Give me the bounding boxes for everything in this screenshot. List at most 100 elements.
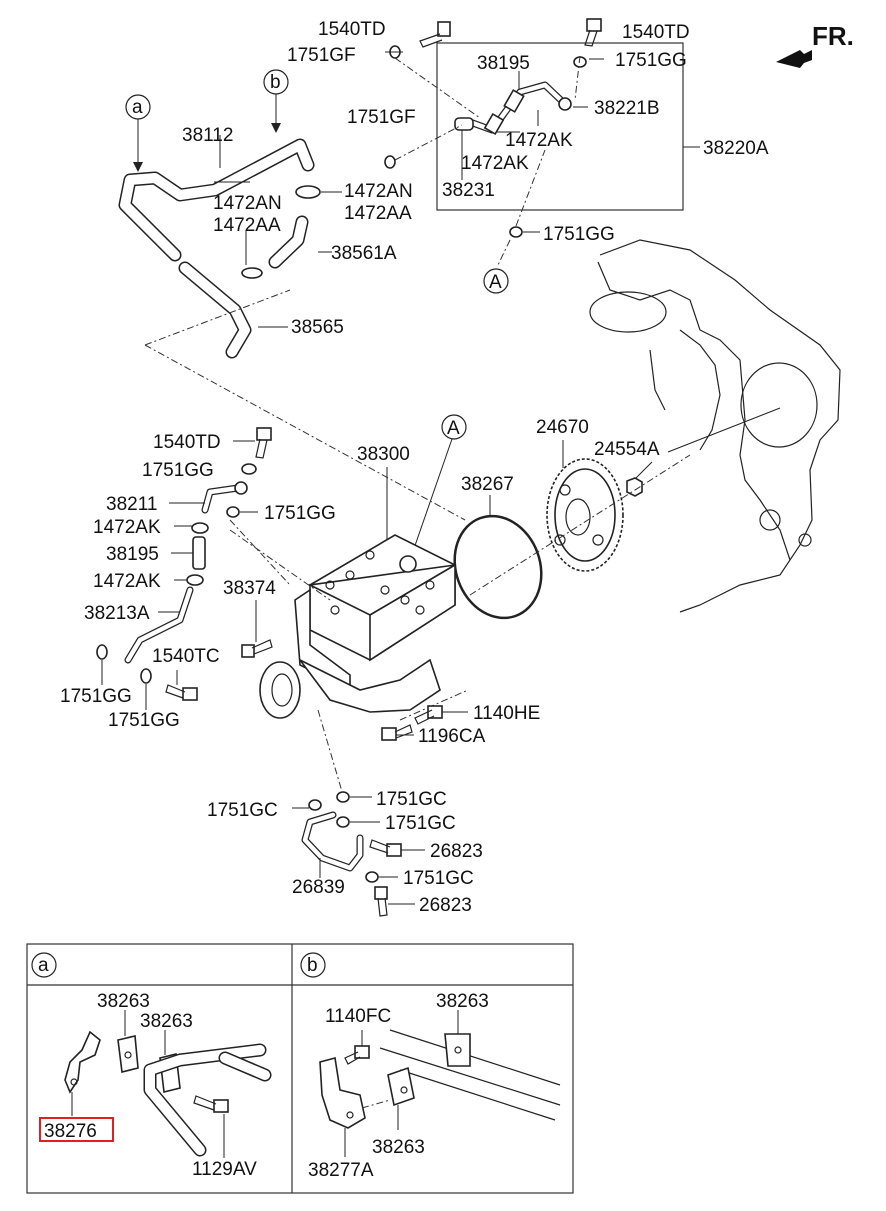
label-1129av: 1129AV <box>192 1159 257 1180</box>
bolt-26823-upper <box>369 839 402 857</box>
label-1472ak-b: 1472AK <box>461 153 529 174</box>
label-38276: 38276 <box>44 1121 97 1142</box>
bolt-1129av <box>193 1095 229 1113</box>
coolant-hoses <box>118 135 466 521</box>
hose-38195-lower <box>192 536 206 570</box>
label-1751gg-e: 1751GG <box>60 686 132 707</box>
label-1540td-a: 1540TD <box>318 19 386 40</box>
gear-alignment-line <box>469 454 691 596</box>
pipe-banjo-fitting <box>558 97 572 111</box>
bolt-38374 <box>241 639 273 658</box>
bolt-alignment-line <box>399 689 469 721</box>
label-38195-a: 38195 <box>477 53 530 74</box>
label-38211: 38211 <box>106 494 157 515</box>
callout-b: b <box>263 69 289 133</box>
label-24670: 24670 <box>536 417 589 438</box>
bolt-1540td-top-left <box>419 21 451 48</box>
clip-38263-a <box>117 1035 139 1073</box>
label-1472aa-a: 1472AA <box>213 215 281 236</box>
label-1751gc-c: 1751GC <box>385 813 456 834</box>
clip-38263-d <box>387 1066 415 1107</box>
label-38277a: 38277A <box>308 1160 374 1181</box>
part-labels: 1540TD 1751GF 1540TD 1751GG 38195 38221B… <box>60 19 769 916</box>
gear-24670 <box>546 440 624 572</box>
label-1472an-a: 1472AN <box>213 193 282 214</box>
label-1751gg-a: 1751GG <box>615 50 687 71</box>
svg-text:b: b <box>307 955 318 976</box>
svg-text:A: A <box>489 272 502 293</box>
bolt-1540td-left <box>255 427 272 459</box>
washer-1751gg-left-mid <box>226 506 240 518</box>
label-1472an-b: 1472AN <box>344 181 413 202</box>
inset-panels: a 38263 38263 38276 <box>26 943 574 1194</box>
svg-text:b: b <box>270 72 281 93</box>
callout-a: a <box>125 94 151 172</box>
fr-label: FR. <box>812 21 854 51</box>
washer-1751gc-a <box>336 791 350 803</box>
label-38112: 38112 <box>182 125 233 146</box>
label-1196ca: 1196CA <box>418 726 486 747</box>
inset-a: a 38263 38263 38276 <box>31 952 272 1180</box>
nut-24554a <box>626 461 653 497</box>
label-1540td-c: 1540TD <box>153 432 221 453</box>
label-26823-a: 26823 <box>430 841 483 862</box>
label-38195-b: 38195 <box>106 544 159 565</box>
label-1751gg-c: 1751GG <box>142 460 214 481</box>
callout-A-upper: A <box>483 268 509 294</box>
bolt-1140fc <box>344 1045 370 1065</box>
assembly-frame <box>436 42 684 211</box>
label-38220a: 38220A <box>703 138 769 159</box>
engine-block <box>589 239 841 613</box>
bolt-1140he <box>414 705 468 725</box>
arrow-forward-icon <box>776 50 812 68</box>
fr-marker: FR. <box>776 21 854 68</box>
label-1472aa-b: 1472AA <box>344 203 412 224</box>
left-pipe-stack <box>96 427 291 710</box>
clamp-1472ak-lower <box>186 574 204 586</box>
label-38263-d: 38263 <box>372 1137 425 1158</box>
washer-1751gg-left-low2 <box>140 668 152 684</box>
label-1472ak-a: 1472AK <box>505 130 573 151</box>
label-1751gg-f: 1751GG <box>108 710 180 731</box>
pipe-38211-banjo <box>234 481 248 495</box>
bracket-38277a <box>319 1056 366 1129</box>
label-26823-b: 26823 <box>419 895 472 916</box>
bolt-1196ca <box>381 724 414 741</box>
label-1472ak-d: 1472AK <box>93 571 161 592</box>
drain-alignment-line <box>317 709 344 796</box>
label-38300: 38300 <box>357 444 410 465</box>
washer-1751gc-b <box>308 799 322 811</box>
label-1751gf-b: 1751GF <box>347 107 416 128</box>
clamp-1472ak-upper <box>191 522 209 534</box>
washer-1751gc-c <box>336 816 350 828</box>
bolt-26823-lower <box>374 886 388 917</box>
label-1751gc-a: 1751GC <box>376 789 447 810</box>
label-38231: 38231 <box>442 180 495 201</box>
label-38374: 38374 <box>223 578 276 599</box>
bolt-1540tc <box>165 684 198 701</box>
label-1140fc: 1140FC <box>325 1006 391 1027</box>
label-1540td-b: 1540TD <box>622 22 690 43</box>
svg-text:a: a <box>132 97 143 118</box>
svg-text:A: A <box>447 418 460 439</box>
label-1540tc: 1540TC <box>152 646 220 667</box>
hose-38195-upper <box>503 89 525 113</box>
clip-38263-c <box>444 1033 471 1067</box>
svg-text:a: a <box>38 955 49 976</box>
label-38263-b: 38263 <box>140 1011 193 1032</box>
callout-A-lower: A <box>409 414 467 561</box>
label-38267: 38267 <box>461 474 514 495</box>
banjo-fitting-38231 <box>454 117 474 131</box>
bracket-38276 <box>64 1030 101 1094</box>
pipe-assembly-group <box>384 18 700 266</box>
bolt-1540td-top-right <box>584 18 602 47</box>
label-38213a: 38213A <box>84 603 150 624</box>
label-1140he: 1140HE <box>473 703 540 724</box>
label-24554a: 24554A <box>594 439 660 460</box>
label-1751gf-a: 1751GF <box>287 45 356 66</box>
label-38263-a: 38263 <box>97 991 150 1012</box>
label-1751gc-d: 1751GC <box>403 868 474 889</box>
washer-1751gg-left-top <box>241 463 257 475</box>
washer-1751gg-left-low <box>96 644 108 660</box>
